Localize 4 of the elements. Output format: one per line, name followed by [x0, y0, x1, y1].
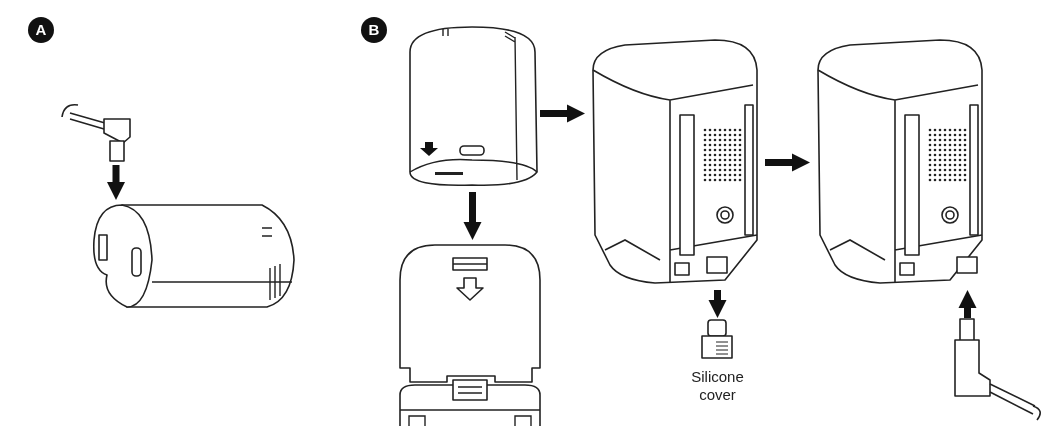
- arrow: [958, 290, 977, 318]
- step-badge: B: [361, 17, 387, 43]
- caption-text: Silicone cover: [690, 368, 745, 404]
- step-badge: A: [28, 17, 54, 43]
